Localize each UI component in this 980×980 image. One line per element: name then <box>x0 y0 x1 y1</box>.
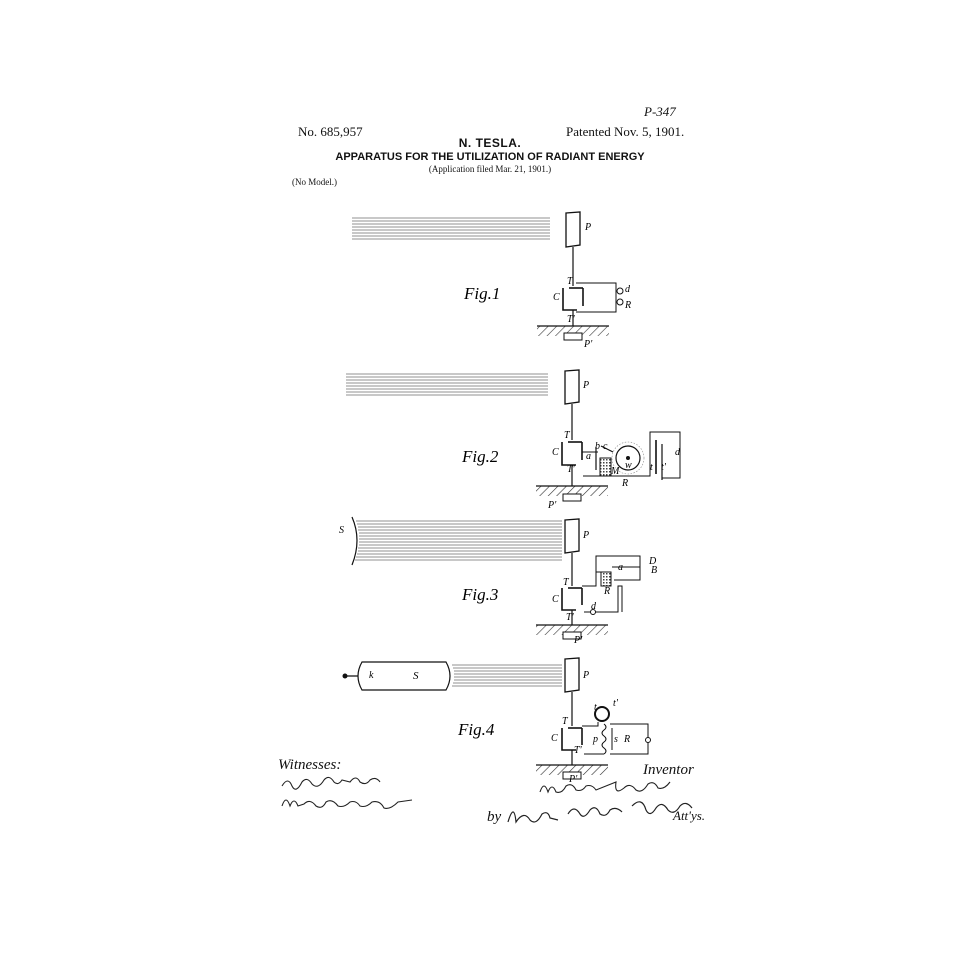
magnet <box>599 457 612 477</box>
fig3-label-b: B <box>651 565 658 576</box>
patent-date: Patented Nov. 5, 1901. <box>566 124 685 139</box>
fig2-label-t3: t <box>650 462 653 473</box>
patent-title: APPARATUS FOR THE UTILIZATION OF RADIANT… <box>335 151 645 163</box>
figure-2-label: Fig.2 <box>462 447 499 466</box>
fig2-label-b: b <box>595 441 600 452</box>
vacuum-tube <box>342 661 451 691</box>
fig1-label-p2: P' <box>584 339 593 350</box>
fig4-label-c: C <box>551 733 558 744</box>
source-arc <box>351 516 358 566</box>
fig2-label-c: C <box>552 447 559 458</box>
application-filed: (Application filed Mar. 21, 1901.) <box>428 164 552 174</box>
page-code: P-347 <box>644 104 676 119</box>
fig2-label-c2: c <box>603 441 608 452</box>
figure-4-label: Fig.4 <box>458 720 495 739</box>
fig1-label-r: R <box>625 300 632 311</box>
fig3-label-d2: D <box>649 556 657 567</box>
fig2-label-t2: T' <box>567 464 575 475</box>
tapper <box>594 706 610 722</box>
witness-signature-2 <box>281 799 413 809</box>
fig1-label-t2: T' <box>567 314 575 325</box>
fig3-label-d: d <box>591 601 596 612</box>
capacitor <box>562 287 584 311</box>
fig4-label-t3: t <box>594 702 597 713</box>
fig4-label-k: k <box>369 670 374 681</box>
witness-signature-1 <box>281 776 381 790</box>
fig3-label-s: S <box>339 525 344 536</box>
radiation-lines <box>346 373 548 396</box>
fig2-label-r: R <box>622 478 629 489</box>
inventor-label: Inventor <box>643 762 694 778</box>
fig4-label-s2: s <box>614 734 618 745</box>
fig4-label-s: S <box>413 670 419 682</box>
fig3-label-c: C <box>552 594 559 605</box>
fig3-label-p2: P' <box>574 635 583 646</box>
insulated-plate <box>565 211 581 248</box>
fig2-label-m: M <box>611 466 620 477</box>
fig4-label-t4: t' <box>613 698 618 709</box>
fig3-label-t: T <box>563 577 569 588</box>
figure-3-label: Fig.3 <box>462 585 499 604</box>
inventor-signature <box>539 781 671 794</box>
patent-number: No. 685,957 <box>298 124 363 139</box>
radiation-lines <box>352 217 550 240</box>
fig2-label-t4: t' <box>661 462 666 473</box>
fig3-label-t2: T' <box>566 612 574 623</box>
coil <box>601 723 607 755</box>
fig2-label-d: d <box>675 447 680 458</box>
attorney-signature <box>507 801 693 824</box>
fig2-label-p2: P' <box>548 500 557 511</box>
attorney-prefix: by <box>487 809 502 825</box>
fig2-label-a: a <box>586 451 591 462</box>
gap-contact <box>616 287 624 295</box>
witnesses-label: Witnesses: <box>278 757 342 773</box>
figure-1-drawing <box>352 211 624 341</box>
fig3-label-a: a <box>618 562 623 573</box>
model-note: (No Model.) <box>292 177 337 187</box>
fig4-label-p: P <box>583 670 590 681</box>
fig2-label-p: P <box>583 380 590 391</box>
wheel <box>615 445 641 471</box>
fig4-label-r: R <box>624 734 631 745</box>
figure-3-drawing <box>351 516 641 640</box>
ground-plate <box>563 332 583 341</box>
attorney-suffix: Att'ys. <box>673 808 706 823</box>
fig3-label-p: P <box>583 530 590 541</box>
fig1-label-t: T <box>567 276 573 287</box>
figure-2-drawing <box>346 369 681 502</box>
fig4-label-t2: T' <box>574 745 582 756</box>
fig2-label-t: T <box>564 430 570 441</box>
inventor-name: N. TESLA. <box>458 136 522 150</box>
fig1-label-d: d <box>625 284 630 295</box>
fig1-label-c: C <box>553 292 560 303</box>
figure-4-drawing <box>342 657 651 780</box>
ground <box>537 326 609 336</box>
fig2-label-w: w <box>625 460 632 471</box>
fig4-label-p2: P' <box>569 774 578 785</box>
figure-1-label: Fig.1 <box>464 284 501 303</box>
fig1-label-p: P <box>585 222 592 233</box>
fig4-label-t: T <box>562 716 568 727</box>
fig3-label-r: R <box>604 586 611 597</box>
fig4-label-p3: p <box>593 734 598 745</box>
